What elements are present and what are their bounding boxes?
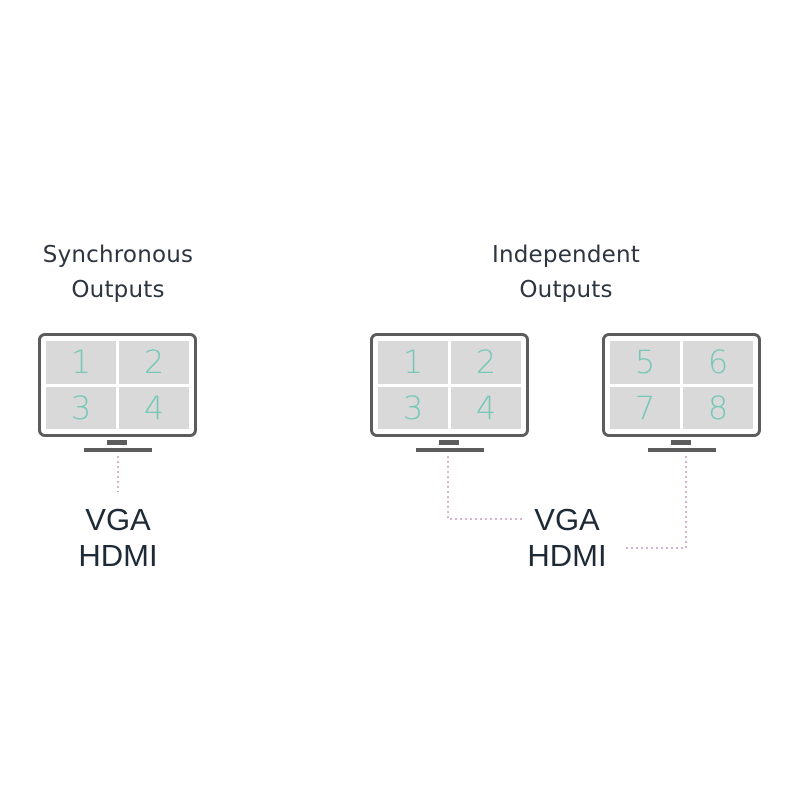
screen-cell: 6 [683, 341, 753, 384]
monitor-screen-grid: 1 2 3 4 [378, 341, 521, 429]
screen-cell: 2 [451, 341, 521, 384]
monitor-stand-neck [107, 440, 127, 445]
monitor-stand-base [84, 448, 152, 452]
hdmi-label: HDMI [527, 538, 607, 573]
left-connector-line [447, 456, 522, 520]
synchronous-port-label: VGA HDMI [58, 502, 178, 574]
synchronous-heading-line1: Synchronous [42, 242, 194, 268]
monitor-screen-grid: 1 2 3 4 [46, 341, 189, 429]
independent-outputs-heading: Independent Outputs [476, 238, 656, 308]
right-connector-line [624, 456, 687, 549]
screen-cell: 7 [610, 386, 680, 429]
screen-cell: 5 [610, 341, 680, 384]
monitor-stand-base [648, 448, 716, 452]
screen-cell: 4 [119, 386, 189, 429]
synchronous-heading-line2: Outputs [71, 277, 165, 303]
screen-cell: 1 [378, 341, 448, 384]
vga-label: VGA [85, 502, 151, 537]
screen-cell: 3 [46, 386, 116, 429]
independent-heading-line1: Independent [492, 242, 640, 268]
hdmi-label: HDMI [78, 538, 158, 573]
screen-cell: 4 [451, 386, 521, 429]
monitor-stand-base [416, 448, 484, 452]
synchronous-outputs-heading: Synchronous Outputs [28, 238, 208, 308]
monitor-stand-neck [439, 440, 459, 445]
independent-heading-line2: Outputs [519, 277, 613, 303]
monitor-screen-grid: 5 6 7 8 [610, 341, 753, 429]
monitor-stand-neck [671, 440, 691, 445]
independent-monitor-left-icon: 1 2 3 4 [370, 333, 529, 437]
screen-cell: 2 [119, 341, 189, 384]
screen-cell: 3 [378, 386, 448, 429]
screen-cell: 8 [683, 386, 753, 429]
independent-monitor-right-icon: 5 6 7 8 [602, 333, 761, 437]
synchronous-monitor-icon: 1 2 3 4 [38, 333, 197, 437]
screen-cell: 1 [46, 341, 116, 384]
vga-label: VGA [534, 502, 600, 537]
independent-port-label: VGA HDMI [507, 502, 627, 574]
